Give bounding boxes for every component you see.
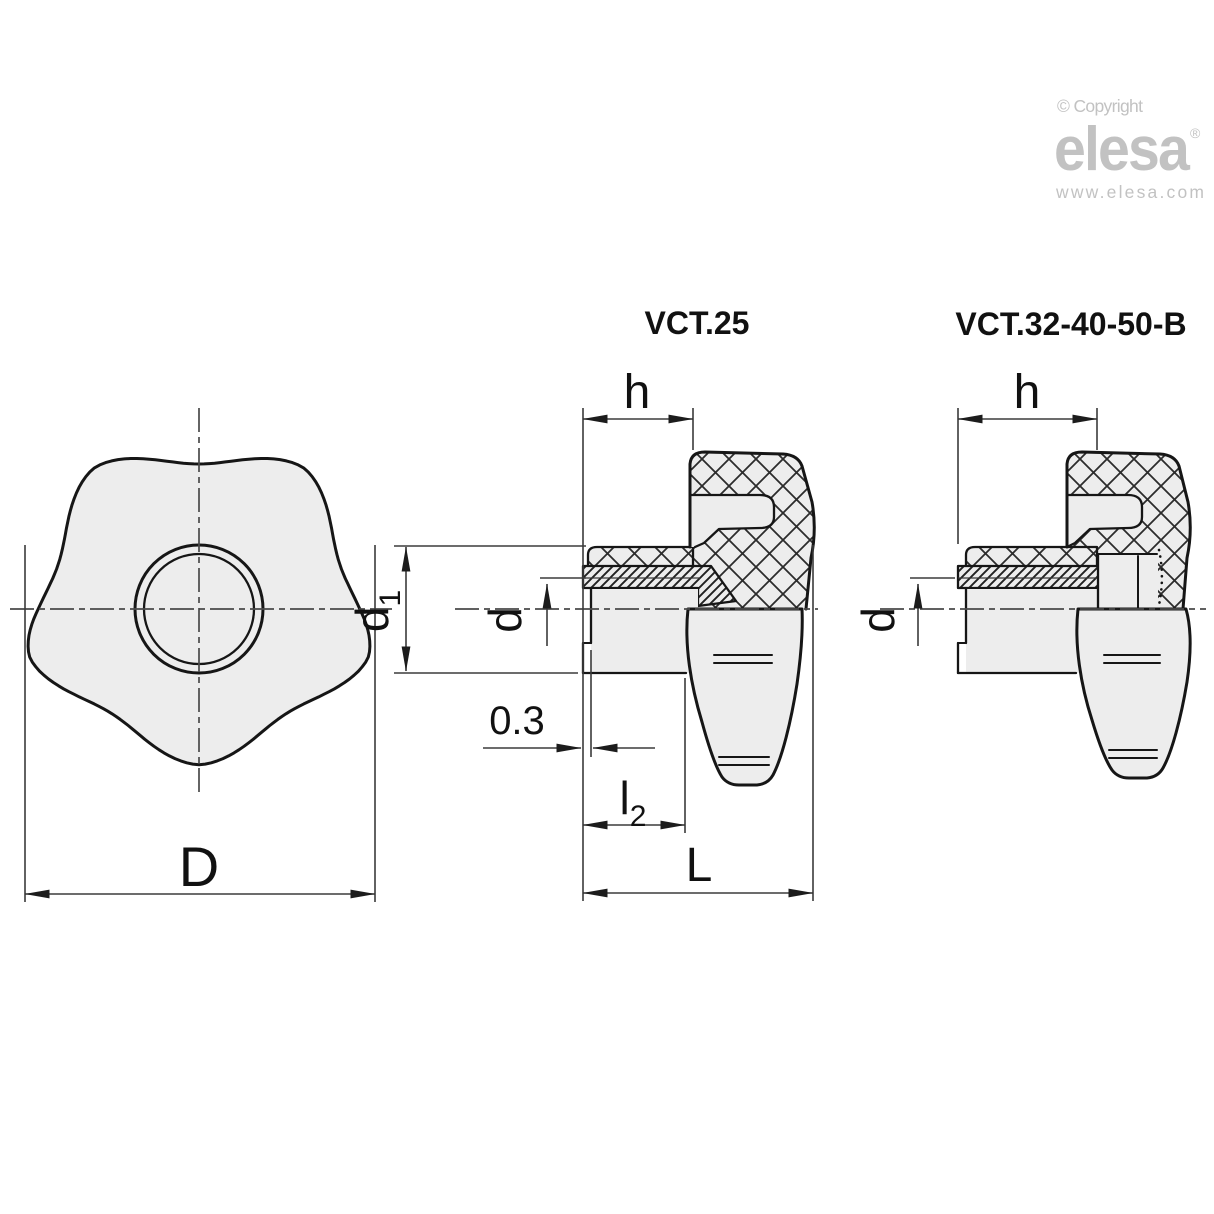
dim-label-h-b: h xyxy=(1014,366,1041,419)
face-pocket-stroke xyxy=(688,493,776,549)
logo-copyright-text: © Copyright xyxy=(1057,96,1143,116)
lobe-highlight-lines-b xyxy=(1103,654,1161,759)
section-view-vct-b: h d xyxy=(852,366,1206,780)
brass-insert-hatch xyxy=(583,566,736,606)
bore-region xyxy=(591,588,698,609)
hub-sleeve-stroke xyxy=(586,545,695,568)
section-view-vct25: h d1 d 0.3 l2 L xyxy=(346,366,818,901)
lower-lobe-b xyxy=(1075,607,1192,780)
front-view: D xyxy=(10,408,392,902)
blind-pocket xyxy=(1098,554,1158,609)
dim-label-D: D xyxy=(179,835,219,898)
hub-sleeve-hatch-b xyxy=(966,547,1097,566)
dim-label-protrusion: 0.3 xyxy=(489,699,545,743)
logo-brand-text: elesa xyxy=(1054,115,1190,184)
knob-section-stroke-b xyxy=(1065,450,1192,611)
face-pocket-fill xyxy=(690,495,774,547)
logo-registered-mark: ® xyxy=(1190,125,1201,141)
hub-front-face-b xyxy=(956,586,1078,675)
logo-website-text: www.elesa.com xyxy=(1055,182,1204,202)
dimensions-vct25: h d1 d 0.3 l2 L xyxy=(346,366,814,901)
face-pocket-stroke-b xyxy=(1065,493,1144,549)
elesa-logo: © Copyright elesa ® www.elesa.com xyxy=(1054,96,1204,202)
knob-section-hatch xyxy=(690,452,815,609)
hub-lower-half xyxy=(591,609,695,673)
front-centerlines xyxy=(10,408,392,795)
face-pocket-fill-b xyxy=(1067,495,1142,547)
dim-label-l2: l2 xyxy=(620,772,647,833)
bore-region-b xyxy=(966,588,1098,609)
knob-section-stroke xyxy=(688,450,816,611)
dimensions-vct-b: h d xyxy=(852,366,1098,646)
dim-label-d-vct25: d xyxy=(479,607,531,633)
dim-label-d1: d1 xyxy=(346,590,407,632)
brass-insert-hatch-b xyxy=(958,566,1112,588)
dimension-D: D xyxy=(24,545,376,902)
dim-label-d-b: d xyxy=(852,607,904,633)
dim-label-h-vct25: h xyxy=(624,366,651,419)
hub-lower-half-b xyxy=(966,609,1080,673)
hub-sleeve-hatch xyxy=(588,547,693,566)
lobed-knob-stroke xyxy=(26,457,372,767)
dim-label-L: L xyxy=(686,839,713,892)
lobe-highlight-lines xyxy=(713,654,773,766)
lower-lobe xyxy=(685,607,804,787)
variant-title-vct25: VCT.25 xyxy=(645,305,750,341)
variant-title-vct-b: VCT.32-40-50-B xyxy=(955,306,1186,342)
